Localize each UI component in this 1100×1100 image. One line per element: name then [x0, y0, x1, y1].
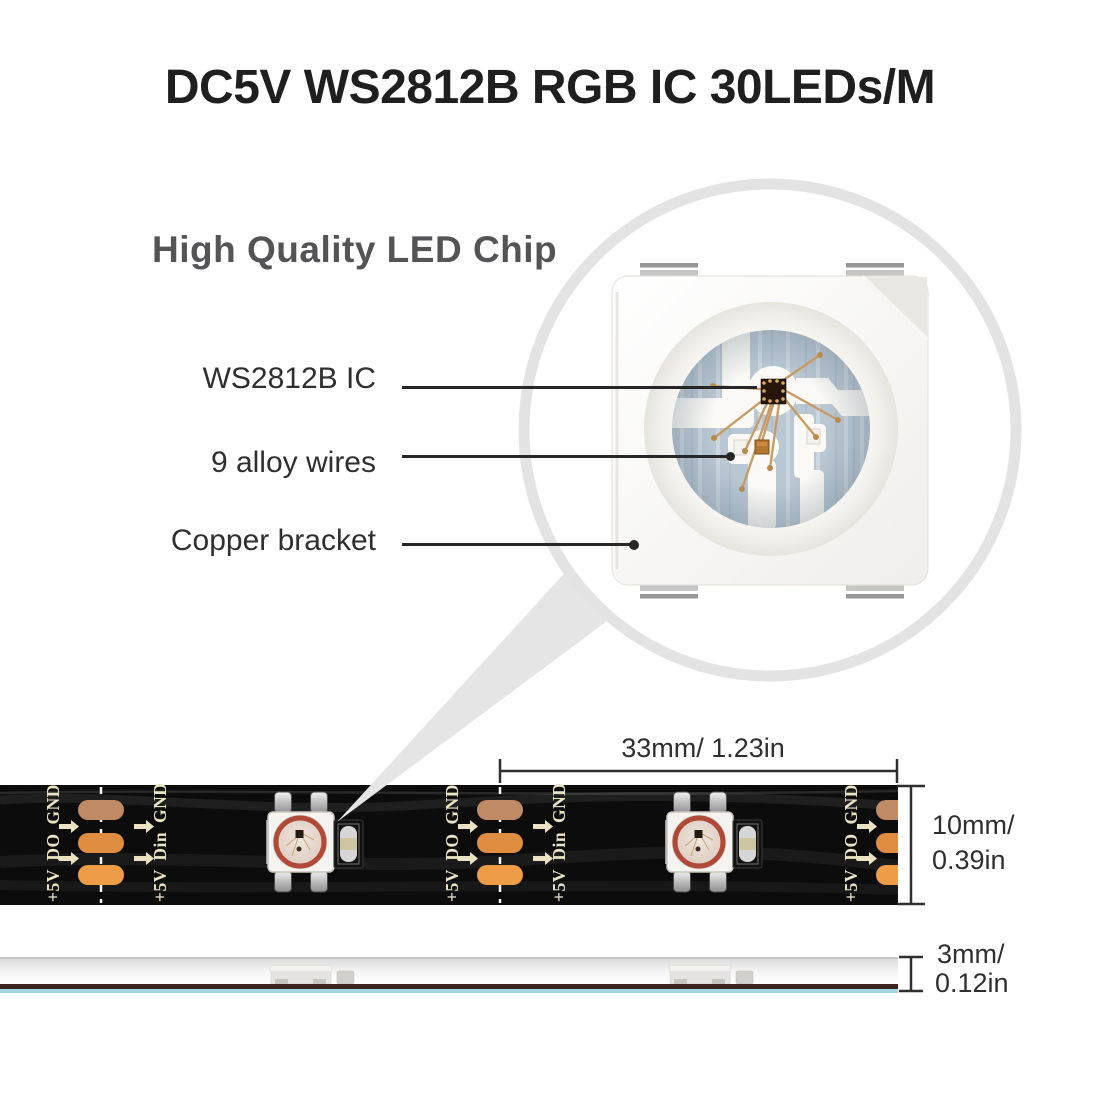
sleeve-body: [0, 959, 898, 984]
brushed-metal-texture: [672, 330, 870, 528]
pinout-label-left: +5V DO GND: [43, 784, 63, 902]
pinout-label-left: +5V DO GND: [442, 784, 462, 902]
led-package-magnified: [611, 263, 929, 599]
solder-pad-group: [458, 787, 553, 903]
copper-pad-data: [477, 833, 523, 853]
led-strip-diagram: +5V DO GND +5V Din GND +5V DO GND +5V Di…: [0, 733, 1015, 998]
flow-arrow: [857, 852, 877, 865]
callout-line-alloy-wires: [402, 455, 732, 458]
led-emitter: [672, 815, 726, 869]
callout-label-alloy-wires: 9 alloy wires: [210, 446, 376, 479]
flow-arrow: [134, 820, 154, 833]
flow-arrow: [458, 820, 478, 833]
strip-thickness-label-line1: 3mm/: [937, 939, 1005, 969]
ws2812b-ic-chip: [760, 378, 787, 405]
copper-pad-gnd: [477, 800, 523, 820]
led-leg: [274, 870, 292, 893]
callout-label-copper-bracket: Copper bracket: [170, 524, 376, 557]
callout-line-ws2812b-ic: [402, 386, 757, 389]
led-pitch-label: 33mm/ 1.23in: [621, 733, 785, 763]
pcb-side-profile: [0, 984, 898, 989]
pinout-label-right: +5V Din GND: [150, 783, 170, 902]
copper-pad-data: [876, 833, 898, 853]
strip-thickness-label-line2: 0.12in: [935, 968, 1009, 998]
section-heading: High Quality LED Chip: [152, 229, 558, 270]
sleeve-top-edge: [0, 957, 898, 959]
led-leg: [709, 870, 727, 893]
side-capacitor: [336, 970, 355, 985]
flow-arrow: [458, 852, 478, 865]
led-ic-die: [295, 830, 304, 838]
pinout-label-right: +5V Din GND: [549, 783, 569, 902]
copper-pad-gnd: [78, 800, 124, 820]
copper-pad-5v: [876, 865, 898, 885]
copper-pad-gnd: [876, 800, 898, 820]
strip-side-view: [0, 957, 898, 993]
copper-pad-5v: [477, 865, 523, 885]
dimension-thickness: [899, 955, 923, 993]
led-emitter: [273, 815, 327, 869]
flow-arrow: [533, 820, 553, 833]
magnifier-beam: [337, 567, 614, 822]
strip-width-label-line2: 0.39in: [932, 845, 1006, 875]
callout-line-copper-bracket: [402, 543, 635, 546]
dimension-width: [897, 784, 925, 906]
copper-pad-data: [78, 833, 124, 853]
dimension-pitch: [498, 759, 899, 783]
strip-width-label-line1: 10mm/: [932, 810, 1015, 840]
pinout-label-left: +5V DO GND: [841, 784, 861, 902]
page-title: DC5V WS2812B RGB IC 30LEDs/M: [164, 61, 936, 114]
strip-top-view: +5V DO GND +5V Din GND +5V DO GND +5V Di…: [0, 783, 898, 905]
side-led: [669, 965, 754, 985]
side-capacitor: [735, 970, 754, 985]
callout-dot-copper-bracket: [629, 540, 639, 550]
flow-arrow: [59, 820, 79, 833]
strip-gloss: [0, 789, 898, 895]
callout-label-ws2812b-ic: WS2812B IC: [202, 362, 376, 395]
solder-pad-group: [59, 787, 154, 903]
strip-led: [266, 791, 364, 893]
magnifier-detail: [337, 178, 1022, 822]
solder-pad-group: [857, 800, 898, 885]
flow-arrow: [533, 852, 553, 865]
flow-arrow: [134, 852, 154, 865]
adhesive-backing: [0, 989, 898, 993]
led-ic-die: [694, 830, 703, 838]
flow-arrow: [59, 852, 79, 865]
flow-arrow: [857, 820, 877, 833]
strip-led: [665, 791, 763, 893]
copper-pad-5v: [78, 865, 124, 885]
led-leg: [673, 870, 691, 893]
led-leg: [310, 870, 328, 893]
callout-dot-alloy-wires: [726, 452, 735, 461]
package-leg: [640, 263, 904, 599]
